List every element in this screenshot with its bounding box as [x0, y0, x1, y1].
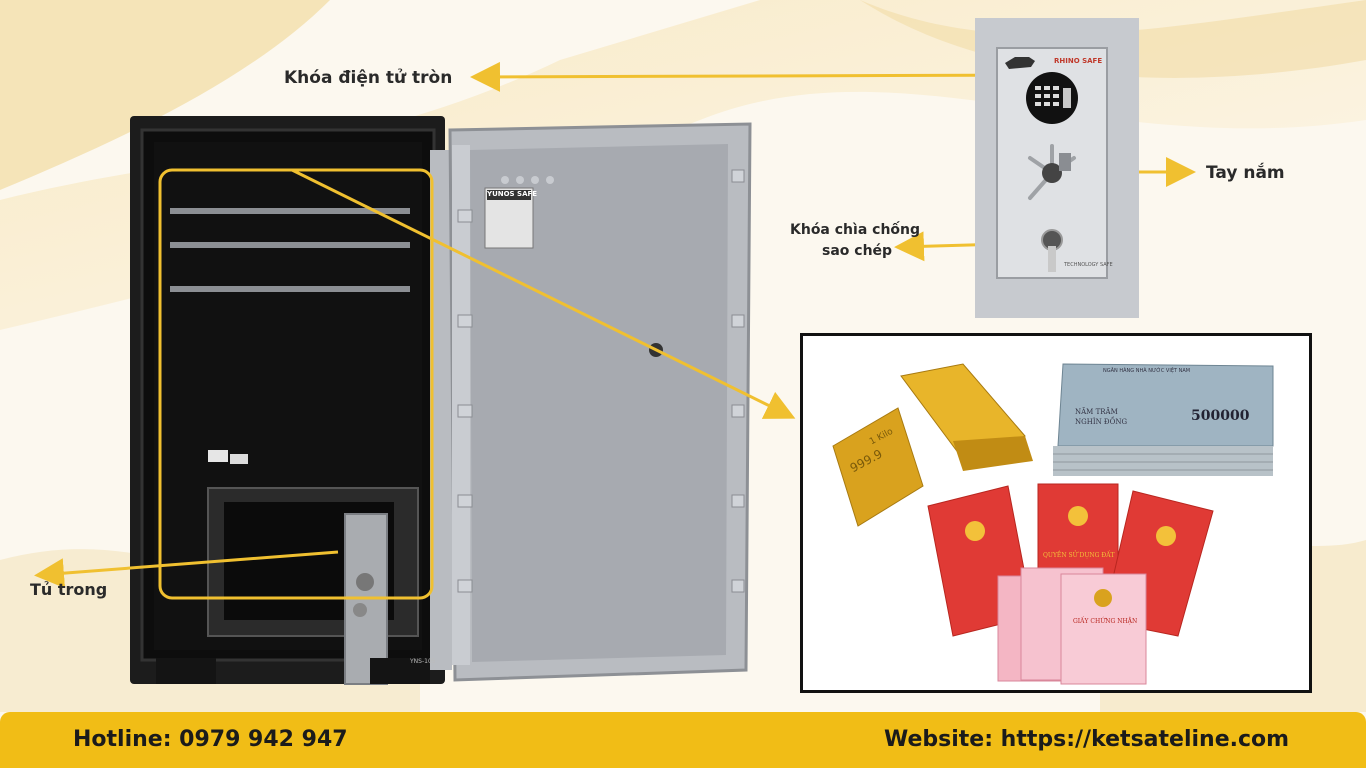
- label-handle: Tay nắm: [1206, 163, 1285, 183]
- banknote-stack: [1053, 363, 1274, 476]
- banknote-value: 500000: [1191, 408, 1250, 424]
- electronic-keypad: [1026, 72, 1078, 124]
- hotline-text[interactable]: Hotline: 0979 942 947: [73, 727, 348, 752]
- footer-bar: Hotline: 0979 942 947 Website: https://k…: [0, 712, 1366, 768]
- safe-illustration: [130, 116, 752, 685]
- closeup-footer: TECHNOLOGY SAFE: [1064, 262, 1113, 268]
- valuables-inset: 999.9 1 Kilo NGÂN HÀNG NHÀ NƯỚC VIỆT NAM…: [800, 333, 1312, 693]
- label-anti-copy-key-2: sao chép: [822, 243, 893, 259]
- label-anti-copy-key-1: Khóa chìa chống: [790, 222, 921, 238]
- pink-book-title: GIẤY CHỨNG NHẬN: [1073, 618, 1138, 625]
- label-electronic-lock: Khóa điện tử tròn: [284, 68, 453, 88]
- rhino-logo-icon: [1005, 57, 1035, 69]
- label-inner-cabinet: Tủ trong: [30, 580, 108, 599]
- door-brand: YUNOS SAFE: [487, 190, 538, 198]
- callout-line-electronic-lock: [470, 61, 1041, 92]
- model-tag: YNS-105: [410, 658, 436, 665]
- banknote-words-1: NĂM TRĂM: [1075, 408, 1118, 416]
- website-text[interactable]: Website: https://ketsateline.com: [884, 727, 1290, 752]
- banknote-words-2: NGHÌN ĐỒNG: [1075, 418, 1128, 426]
- callout-overlay: [34, 61, 1196, 600]
- interior-highlight-box: [158, 168, 434, 600]
- gold-bars: [832, 363, 1033, 527]
- closeup-brand: RHINO SAFE: [1054, 57, 1103, 65]
- banknote-header: NGÂN HÀNG NHÀ NƯỚC VIỆT NAM: [1103, 368, 1191, 374]
- callout-line-inner-cabinet: [34, 550, 339, 589]
- shelf: [170, 208, 410, 214]
- shelf: [170, 242, 410, 248]
- lock-closeup: [975, 18, 1139, 318]
- red-book-title: QUYỀN SỬ DỤNG ĐẤT: [1043, 552, 1115, 559]
- valuables-illustration: [832, 363, 1274, 685]
- pink-certificates: [997, 567, 1147, 685]
- shelf: [170, 286, 410, 292]
- callout-line-interior: [291, 168, 796, 419]
